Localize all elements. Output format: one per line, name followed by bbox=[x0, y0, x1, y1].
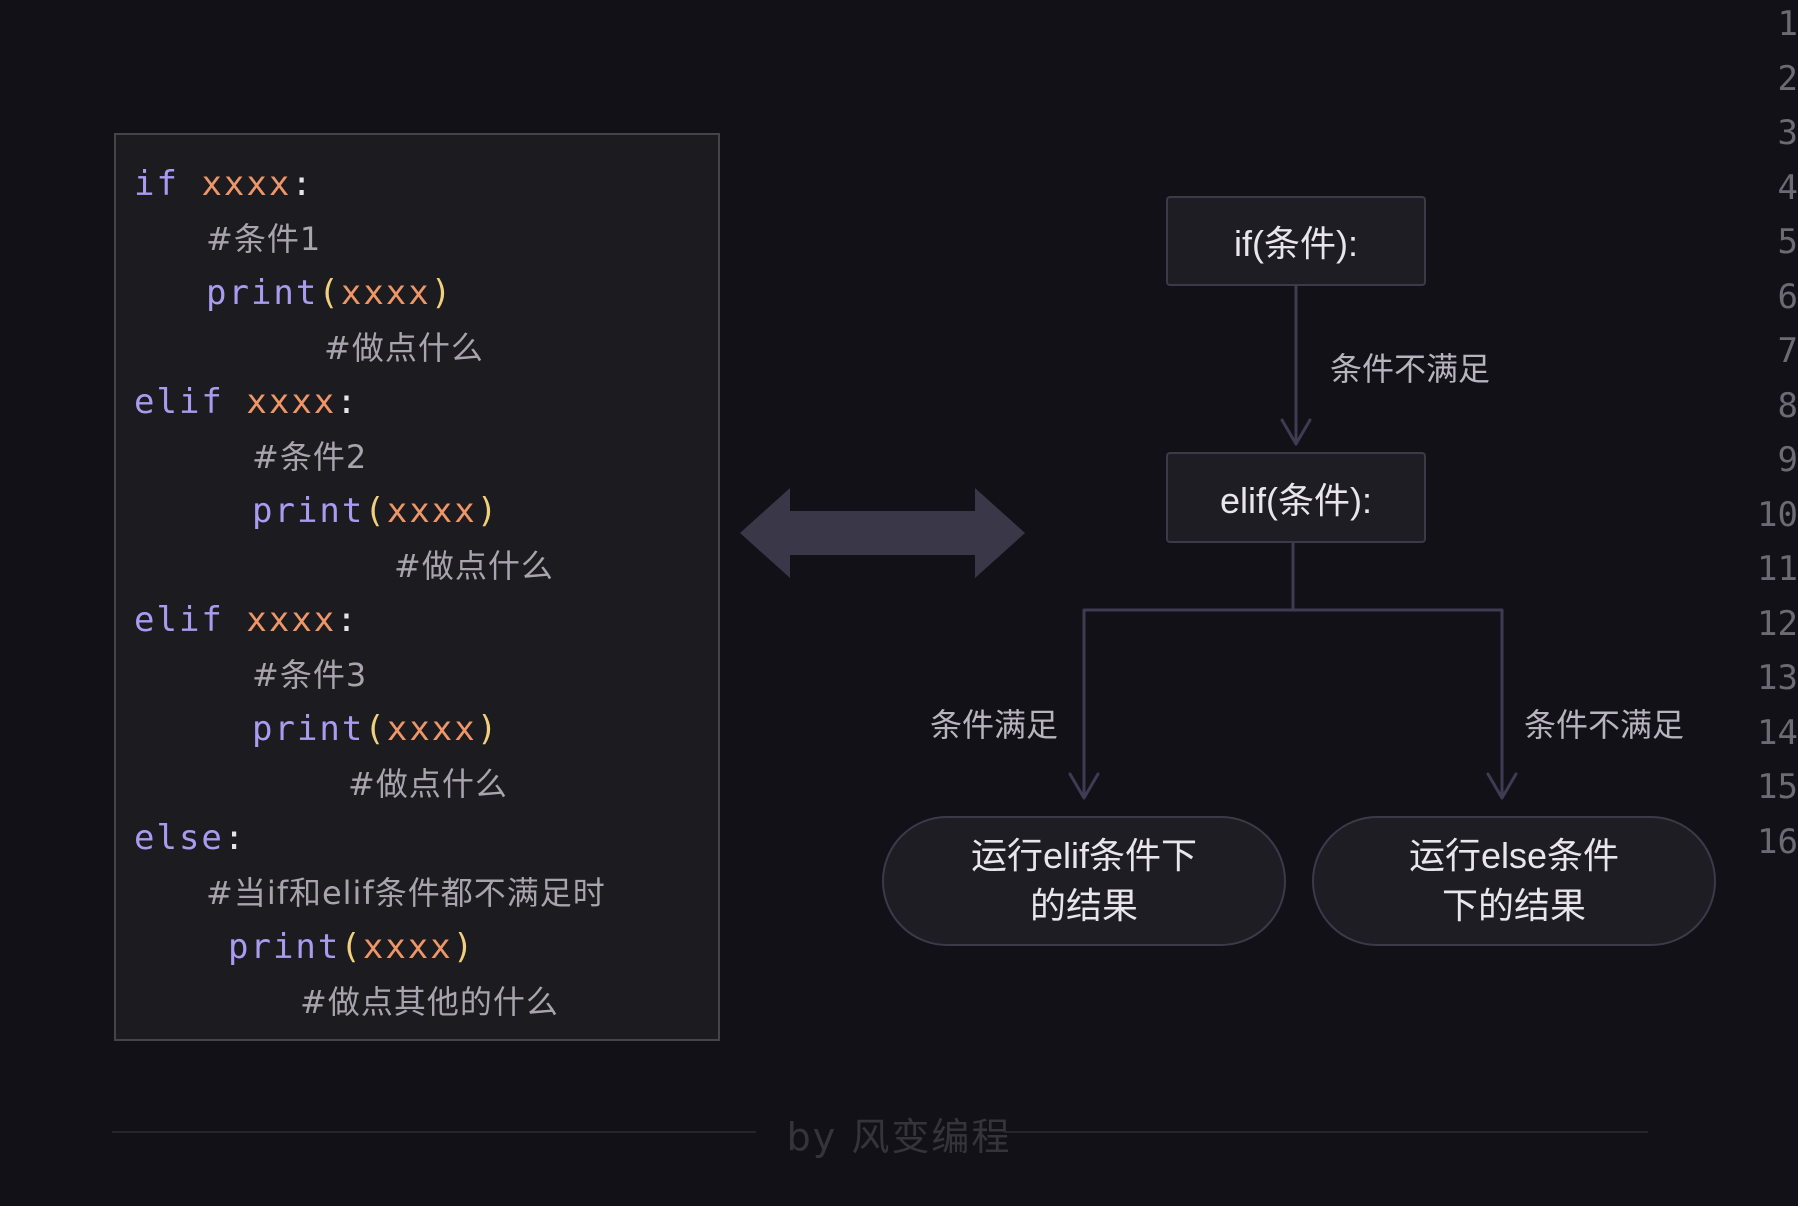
code-token: : bbox=[336, 600, 359, 640]
code-line: print(xxxx) bbox=[228, 920, 475, 974]
line-number: 3 bbox=[1777, 113, 1798, 153]
code-line: print(xxxx) bbox=[206, 266, 453, 320]
code-line: elif xxxx: bbox=[134, 375, 359, 429]
code-token: #做点什么 bbox=[324, 328, 484, 367]
arrowhead-left-icon bbox=[1068, 772, 1100, 800]
elif-node: elif(条件): bbox=[1166, 452, 1426, 543]
arrowhead-right-icon bbox=[1486, 772, 1518, 800]
if-node: if(条件): bbox=[1166, 196, 1426, 286]
code-panel bbox=[114, 133, 720, 1041]
code-token: xxxx bbox=[246, 382, 337, 422]
line-number: 12 bbox=[1757, 603, 1798, 644]
code-token: print bbox=[252, 491, 365, 531]
result-elif-line1: 运行elif条件下 bbox=[970, 835, 1198, 876]
line-number: 11 bbox=[1757, 549, 1798, 589]
code-token: : bbox=[223, 818, 247, 858]
code-line: #条件3 bbox=[252, 648, 367, 702]
code-token: ( bbox=[364, 491, 387, 531]
edge-label-satisfied: 条件满足 bbox=[930, 706, 1059, 744]
line-number: 9 bbox=[1777, 440, 1798, 480]
code-token: #条件3 bbox=[252, 655, 368, 694]
edge-label-if-elif: 条件不满足 bbox=[1330, 350, 1491, 388]
code-line: print(xxxx) bbox=[252, 702, 499, 756]
if-node-label: if(条件): bbox=[1234, 223, 1358, 264]
code-line: #当if和elif条件都不满足时 bbox=[206, 866, 606, 920]
result-else-line1: 运行else条件 bbox=[1408, 835, 1620, 876]
line-number: 6 bbox=[1777, 276, 1798, 317]
arrowhead-elif-icon bbox=[1280, 418, 1312, 446]
code-line: #做点其他的什么 bbox=[300, 975, 559, 1029]
code-line: #条件2 bbox=[252, 430, 367, 484]
code-token: print bbox=[252, 709, 365, 749]
elif-node-label: elif(条件): bbox=[1220, 479, 1372, 521]
code-token: : bbox=[291, 164, 314, 204]
line-number: 16 bbox=[1757, 821, 1798, 862]
line-number: 5 bbox=[1777, 222, 1798, 262]
edge-label-not-satisfied: 条件不满足 bbox=[1524, 706, 1685, 744]
code-token: else bbox=[134, 818, 224, 858]
line-number: 15 bbox=[1757, 767, 1798, 807]
result-elif-line2: 的结果 bbox=[1029, 885, 1138, 926]
footer-rule-left bbox=[112, 1131, 756, 1133]
code-token: ) bbox=[476, 491, 500, 531]
line-number: 2 bbox=[1777, 58, 1798, 99]
code-token: print bbox=[228, 927, 341, 967]
connector-branch-bar bbox=[1082, 608, 1504, 798]
code-token: #做点什么 bbox=[348, 764, 508, 803]
line-number: 10 bbox=[1757, 494, 1798, 535]
code-line: #条件1 bbox=[206, 212, 321, 266]
code-token: #当if和elif条件都不满足时 bbox=[206, 873, 606, 912]
code-line: #做点什么 bbox=[394, 539, 554, 593]
code-line: elif xxxx: bbox=[134, 593, 359, 647]
line-number: 14 bbox=[1757, 712, 1798, 753]
code-token: ( bbox=[318, 273, 341, 313]
code-token: xxxx bbox=[386, 491, 477, 531]
result-elif-node: 运行elif条件下 的结果 bbox=[882, 816, 1286, 946]
code-token: xxxx bbox=[386, 709, 477, 749]
line-number: 13 bbox=[1757, 658, 1798, 698]
code-line: print(xxxx) bbox=[252, 484, 499, 538]
line-number: 8 bbox=[1777, 385, 1798, 426]
code-token: xxxx bbox=[362, 927, 453, 967]
code-token: xxxx bbox=[340, 273, 431, 313]
code-token: xxxx bbox=[246, 600, 337, 640]
result-else-line2: 下的结果 bbox=[1441, 885, 1586, 926]
code-token: #条件1 bbox=[206, 219, 322, 258]
code-token: ) bbox=[452, 927, 476, 967]
code-token: xxxx bbox=[201, 164, 292, 204]
code-token: elif bbox=[134, 382, 224, 422]
code-token: ( bbox=[340, 927, 363, 967]
code-token: ( bbox=[364, 709, 387, 749]
code-token: #条件2 bbox=[252, 437, 368, 476]
code-token: ) bbox=[430, 273, 454, 313]
code-line: if xxxx: bbox=[134, 157, 314, 211]
code-line: #做点什么 bbox=[324, 321, 484, 375]
code-token: if bbox=[134, 164, 179, 204]
bidirectional-arrow-icon bbox=[740, 488, 1025, 578]
code-token bbox=[179, 164, 201, 204]
line-number: 1 bbox=[1777, 4, 1798, 44]
code-token: print bbox=[206, 273, 319, 313]
line-number: 4 bbox=[1777, 167, 1798, 208]
footer-rule-right bbox=[1004, 1131, 1648, 1133]
code-token: elif bbox=[134, 600, 224, 640]
code-token: #做点其他的什么 bbox=[300, 982, 559, 1021]
code-token: : bbox=[336, 382, 359, 422]
code-token bbox=[224, 600, 246, 640]
line-number: 7 bbox=[1777, 331, 1798, 371]
code-line: else: bbox=[134, 811, 246, 865]
code-token: ) bbox=[476, 709, 500, 749]
footer-credit: by 风变编程 bbox=[786, 1115, 1012, 1159]
code-line: #做点什么 bbox=[348, 757, 508, 811]
code-token: #做点什么 bbox=[394, 546, 554, 585]
code-token bbox=[224, 382, 246, 422]
result-else-node: 运行else条件 下的结果 bbox=[1312, 816, 1716, 946]
